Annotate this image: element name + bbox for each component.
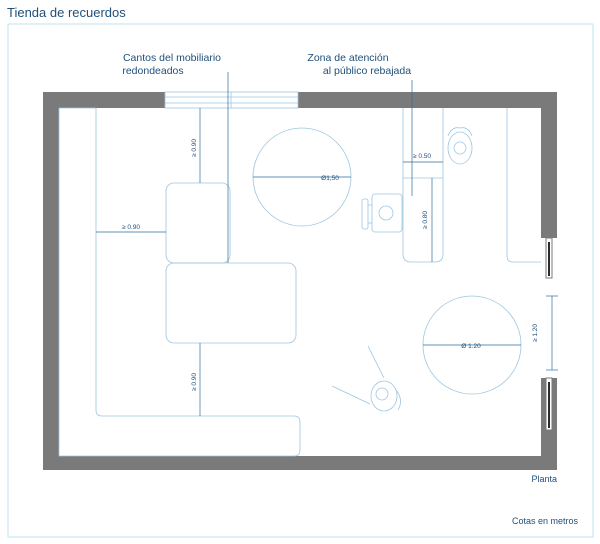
service-counter — [402, 108, 444, 263]
zona-label-line2: al público rebajada — [323, 65, 411, 77]
perimeter-counter-right — [506, 108, 541, 263]
dimension-lines — [96, 108, 443, 416]
counter-width-label: ≥ 0.50 — [413, 153, 431, 160]
perimeter-counter-left — [58, 107, 301, 457]
staff-person-icon — [447, 127, 473, 165]
walls — [43, 92, 557, 470]
door — [545, 237, 558, 431]
cotas-label: Cotas en metros — [512, 516, 579, 526]
person-with-cane-icon — [331, 345, 401, 412]
table-1 — [165, 182, 231, 264]
circle2-label: Ø 1.20 — [461, 343, 481, 350]
dim-bottom-label: ≥ 0.90 — [191, 373, 198, 391]
cantos-label-line1: Cantos del mobiliario — [123, 52, 221, 64]
cantos-label-line2: redondeados — [122, 65, 183, 77]
window — [164, 91, 299, 109]
table-2 — [165, 262, 297, 344]
frame-border — [7, 23, 594, 538]
zona-label-line1: Zona de atención — [307, 52, 388, 64]
wheelchair-user-icon — [361, 193, 403, 233]
dim-left-label: ≥ 0.90 — [122, 224, 140, 231]
circle1-label: Ø1,50 — [321, 175, 339, 182]
door-width-label: ≥ 1.20 — [532, 324, 539, 342]
planta-label: Planta — [531, 474, 557, 484]
counter-height-label: ≥ 0.80 — [422, 211, 429, 229]
page-title: Tienda de recuerdos — [7, 5, 126, 20]
dim-top-label: ≥ 0.90 — [191, 139, 198, 157]
